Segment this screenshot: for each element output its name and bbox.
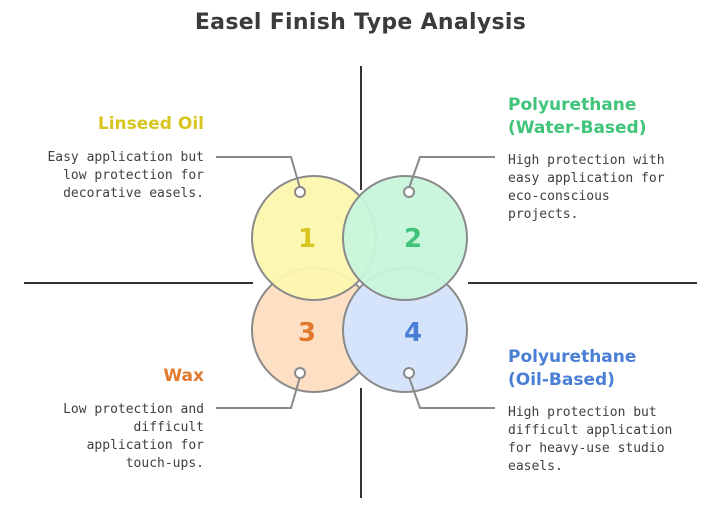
circle-number-1: 1	[298, 224, 316, 254]
connector-4	[408, 376, 495, 409]
description-wax: Low protection and difficult application…	[63, 402, 204, 471]
description-linseed-oil: Easy application but low protection for …	[47, 150, 204, 201]
diagram-title: Easel Finish Type Analysis	[194, 10, 527, 35]
circle-number-2: 2	[404, 224, 422, 254]
circle-2	[342, 175, 468, 301]
connector-dot-1	[294, 186, 306, 198]
connector-2	[408, 156, 495, 189]
heading-polyurethane-oil: Polyurethane (Oil-Based)	[508, 347, 637, 390]
description-polyurethane-oil: High protection but difficult applicatio…	[508, 405, 673, 474]
connector-dot-4	[403, 367, 415, 379]
connector-dot-3	[294, 367, 306, 379]
connector-1	[216, 156, 301, 189]
circle-number-4: 4	[404, 318, 422, 348]
heading-wax: Wax	[163, 366, 204, 386]
description-polyurethane-water: High protection with easy application fo…	[508, 153, 665, 222]
connector-3	[216, 376, 301, 409]
connector-dot-2	[403, 186, 415, 198]
heading-linseed-oil: Linseed Oil	[97, 114, 204, 134]
heading-polyurethane-water: Polyurethane (Water-Based)	[508, 95, 647, 138]
circle-number-3: 3	[298, 318, 316, 348]
